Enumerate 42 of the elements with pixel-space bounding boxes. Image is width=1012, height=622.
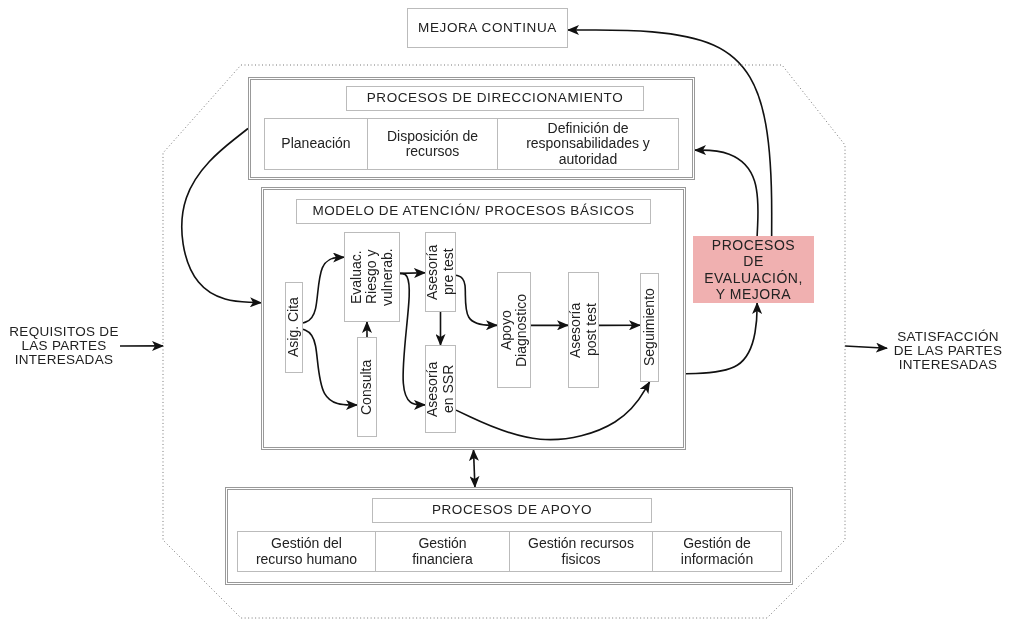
- input-text: REQUISITOS DE LAS PARTES INTERESADAS: [8, 318, 120, 374]
- process-box: Asig. Cita: [285, 282, 303, 373]
- arrow: [685, 302, 763, 375]
- process-box: Asesoría pre test: [425, 232, 456, 312]
- process-cell: Gestión de información: [652, 531, 782, 572]
- arrow: [530, 320, 569, 331]
- arrow: [302, 252, 345, 324]
- arrow: [362, 321, 372, 338]
- process-cell: Gestión recursos fisicos: [509, 531, 653, 572]
- process-group-frame: [248, 77, 695, 180]
- process-box: Asesoría en SSR: [425, 345, 456, 433]
- process-cell: Definición de responsabilidades y autoridad: [497, 118, 679, 170]
- arrow: [694, 145, 759, 237]
- process-cell: Gestión financiera: [375, 531, 510, 572]
- arrow: [567, 25, 773, 237]
- arrow: [119, 340, 164, 351]
- arrow: [399, 272, 426, 410]
- process-cell: Gestión del recurso humano: [237, 531, 376, 572]
- process-cell: Disposición de recursos: [367, 118, 498, 170]
- title-box: MEJORA CONTINUA: [407, 8, 568, 48]
- process-cell: Planeación: [264, 118, 368, 170]
- arrow: [844, 342, 888, 353]
- process-box: Seguimiento: [640, 273, 659, 382]
- highlight-box: PROCESOS DE EVALUACIÓN, Y MEJORA: [693, 236, 814, 303]
- process-box: Asesoría post test: [568, 272, 599, 388]
- group-heading: PROCESOS DE DIRECCIONAMIENTO: [346, 86, 644, 111]
- dotted-octagon: [163, 65, 845, 618]
- output-text: SATISFACCIÓN DE LAS PARTES INTERESADAS: [887, 323, 1009, 379]
- arrow: [455, 274, 498, 331]
- arrow: [468, 449, 480, 488]
- process-group-frame: [261, 187, 686, 450]
- arrow: [598, 320, 641, 331]
- arrow: [302, 328, 358, 410]
- process-group-frame: [225, 487, 793, 585]
- group-heading: PROCESOS DE APOYO: [372, 498, 652, 523]
- arrow: [455, 381, 651, 441]
- process-box: Apoyo Diagnostico: [497, 272, 531, 388]
- arrow: [435, 311, 446, 346]
- process-box: Evaluac. Riesgo y vulnerab.: [344, 232, 400, 322]
- arrow: [181, 127, 262, 308]
- process-box: Consulta: [357, 337, 377, 437]
- group-heading: MODELO DE ATENCIÓN/ PROCESOS BÁSICOS: [296, 199, 651, 224]
